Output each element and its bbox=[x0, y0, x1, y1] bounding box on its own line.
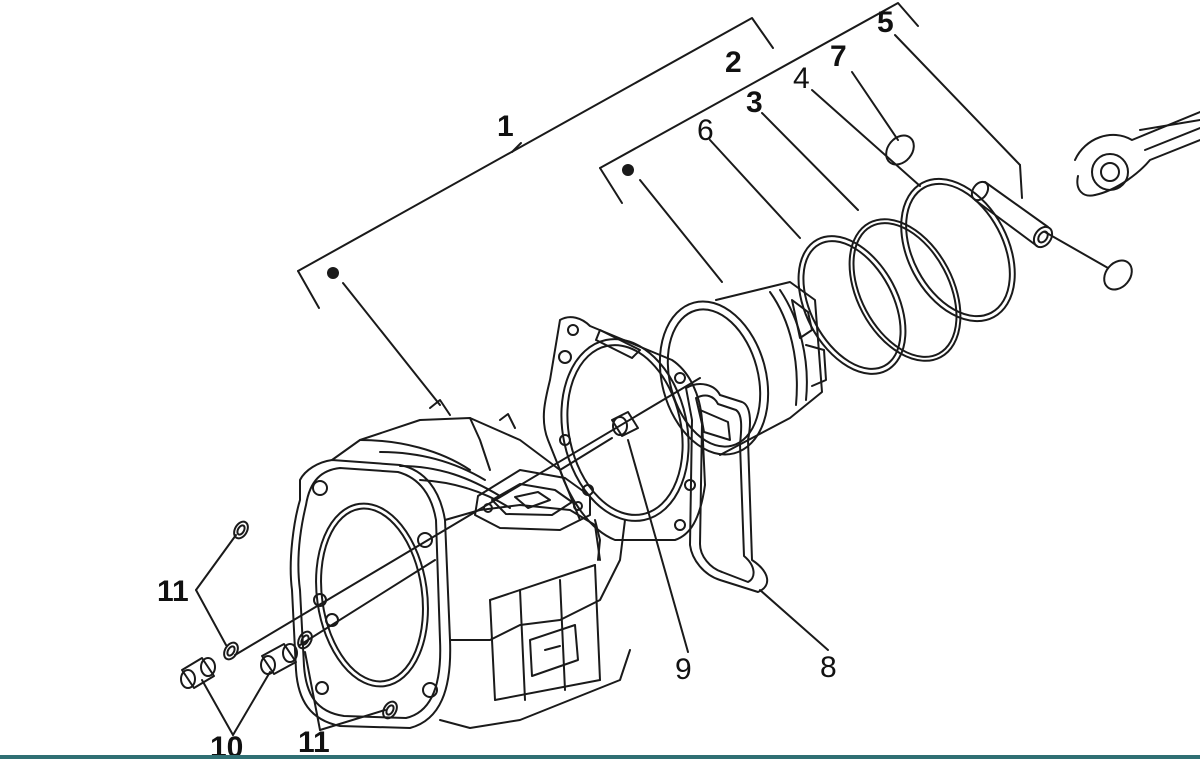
callout-5: 5 bbox=[877, 6, 894, 39]
callout-8: 8 bbox=[820, 651, 837, 684]
callout-7: 7 bbox=[830, 40, 847, 73]
callout-10: 10 bbox=[210, 731, 243, 759]
sleeve-left bbox=[180, 657, 216, 689]
leader-lines bbox=[195, 34, 1109, 736]
callout-11-lower: 11 bbox=[298, 726, 330, 759]
circlip-upper bbox=[885, 134, 915, 166]
circlip-lower bbox=[1103, 259, 1133, 291]
callout-11-upper: 11 bbox=[157, 575, 189, 608]
piston bbox=[658, 281, 827, 456]
bracket-1 bbox=[297, 17, 774, 309]
ring-4 bbox=[900, 177, 1016, 323]
connecting-rod bbox=[1074, 111, 1200, 197]
callout-2: 2 bbox=[725, 46, 742, 79]
bottom-border bbox=[0, 755, 1200, 759]
callout-4: 4 bbox=[793, 62, 810, 95]
group-dot-2 bbox=[622, 164, 634, 176]
bracket-2 bbox=[599, 2, 919, 204]
base-gasket bbox=[685, 383, 768, 593]
callout-9: 9 bbox=[675, 653, 692, 686]
group-dot-1 bbox=[327, 267, 339, 279]
cylinder bbox=[289, 399, 631, 729]
piston-pin bbox=[970, 180, 1054, 249]
sleeve-right bbox=[260, 643, 298, 675]
dowel bbox=[611, 411, 639, 437]
callout-3: 3 bbox=[746, 86, 763, 119]
head-gasket bbox=[542, 316, 706, 541]
ring-3 bbox=[848, 218, 962, 362]
callout-6: 6 bbox=[697, 114, 714, 147]
o-rings bbox=[223, 520, 398, 720]
callout-1: 1 bbox=[497, 110, 514, 143]
